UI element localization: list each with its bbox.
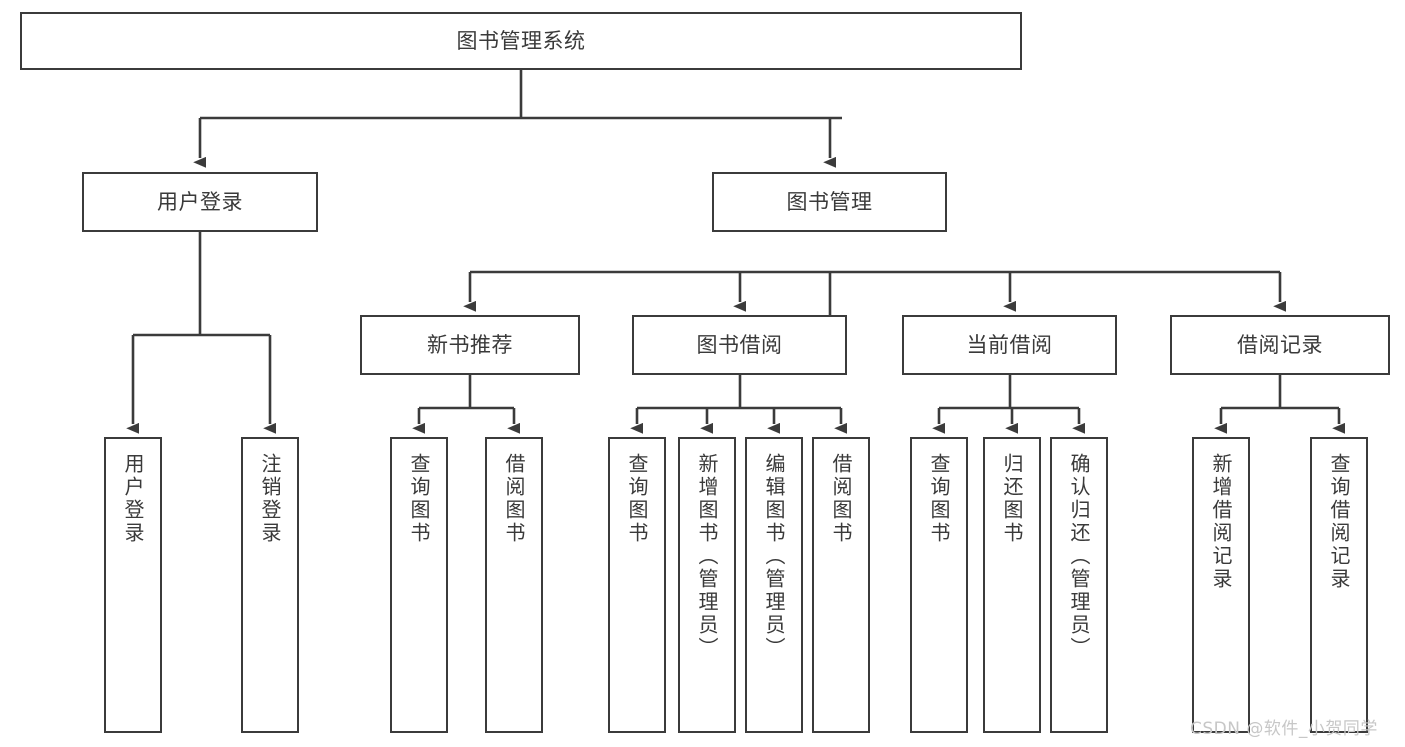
- leaf-label: 查询图书: [625, 453, 649, 545]
- leaf-label: 借阅图书: [829, 453, 853, 545]
- leaf-query-borrow-record[interactable]: 查询借阅记录: [1310, 437, 1368, 733]
- leaf-confirm-return-admin[interactable]: 确认归还（管理员）: [1050, 437, 1108, 733]
- leaf-edit-book-admin[interactable]: 编辑图书（管理员）: [745, 437, 803, 733]
- leaf-label: 查询图书: [407, 453, 431, 545]
- leaf-return-book[interactable]: 归还图书: [983, 437, 1041, 733]
- leaf-label: 注销登录: [258, 453, 282, 545]
- leaf-query-book-borrow[interactable]: 查询图书: [608, 437, 666, 733]
- leaf-add-borrow-record[interactable]: 新增借阅记录: [1192, 437, 1250, 733]
- leaf-label: 借阅图书: [502, 453, 526, 545]
- leaf-label: 新增借阅记录: [1209, 453, 1233, 591]
- node-current-borrow-label: 当前借阅: [966, 332, 1053, 357]
- node-book-borrow[interactable]: 图书借阅: [632, 315, 847, 375]
- node-root[interactable]: 图书管理系统: [20, 12, 1022, 70]
- leaf-add-book-admin[interactable]: 新增图书（管理员）: [678, 437, 736, 733]
- node-book-management-label: 图书管理: [786, 189, 873, 214]
- node-root-label: 图书管理系统: [456, 28, 586, 53]
- node-user-login[interactable]: 用户登录: [82, 172, 318, 232]
- leaf-logout[interactable]: 注销登录: [241, 437, 299, 733]
- node-new-book-recommend[interactable]: 新书推荐: [360, 315, 580, 375]
- leaf-query-book-recommend[interactable]: 查询图书: [390, 437, 448, 733]
- leaf-label: 用户登录: [121, 453, 145, 545]
- leaf-label: 归还图书: [1000, 453, 1024, 545]
- node-borrow-record-label: 借阅记录: [1237, 332, 1323, 357]
- leaf-borrow-book-recommend[interactable]: 借阅图书: [485, 437, 543, 733]
- leaf-borrow-book[interactable]: 借阅图书: [812, 437, 870, 733]
- leaf-label: 查询借阅记录: [1327, 453, 1351, 591]
- node-user-login-label: 用户登录: [157, 189, 243, 214]
- leaf-label: 编辑图书（管理员）: [762, 453, 786, 660]
- leaf-label: 确认归还（管理员）: [1067, 453, 1091, 660]
- leaf-query-book-current[interactable]: 查询图书: [910, 437, 968, 733]
- leaf-user-login[interactable]: 用户登录: [104, 437, 162, 733]
- node-book-management[interactable]: 图书管理: [712, 172, 947, 232]
- leaf-label: 查询图书: [927, 453, 951, 545]
- node-borrow-record[interactable]: 借阅记录: [1170, 315, 1390, 375]
- node-book-borrow-label: 图书借阅: [696, 332, 783, 357]
- node-new-book-recommend-label: 新书推荐: [427, 332, 513, 357]
- leaf-label: 新增图书（管理员）: [695, 453, 719, 660]
- csdn-watermark: CSDN @软件_小贺同学: [1190, 719, 1378, 739]
- node-current-borrow[interactable]: 当前借阅: [902, 315, 1117, 375]
